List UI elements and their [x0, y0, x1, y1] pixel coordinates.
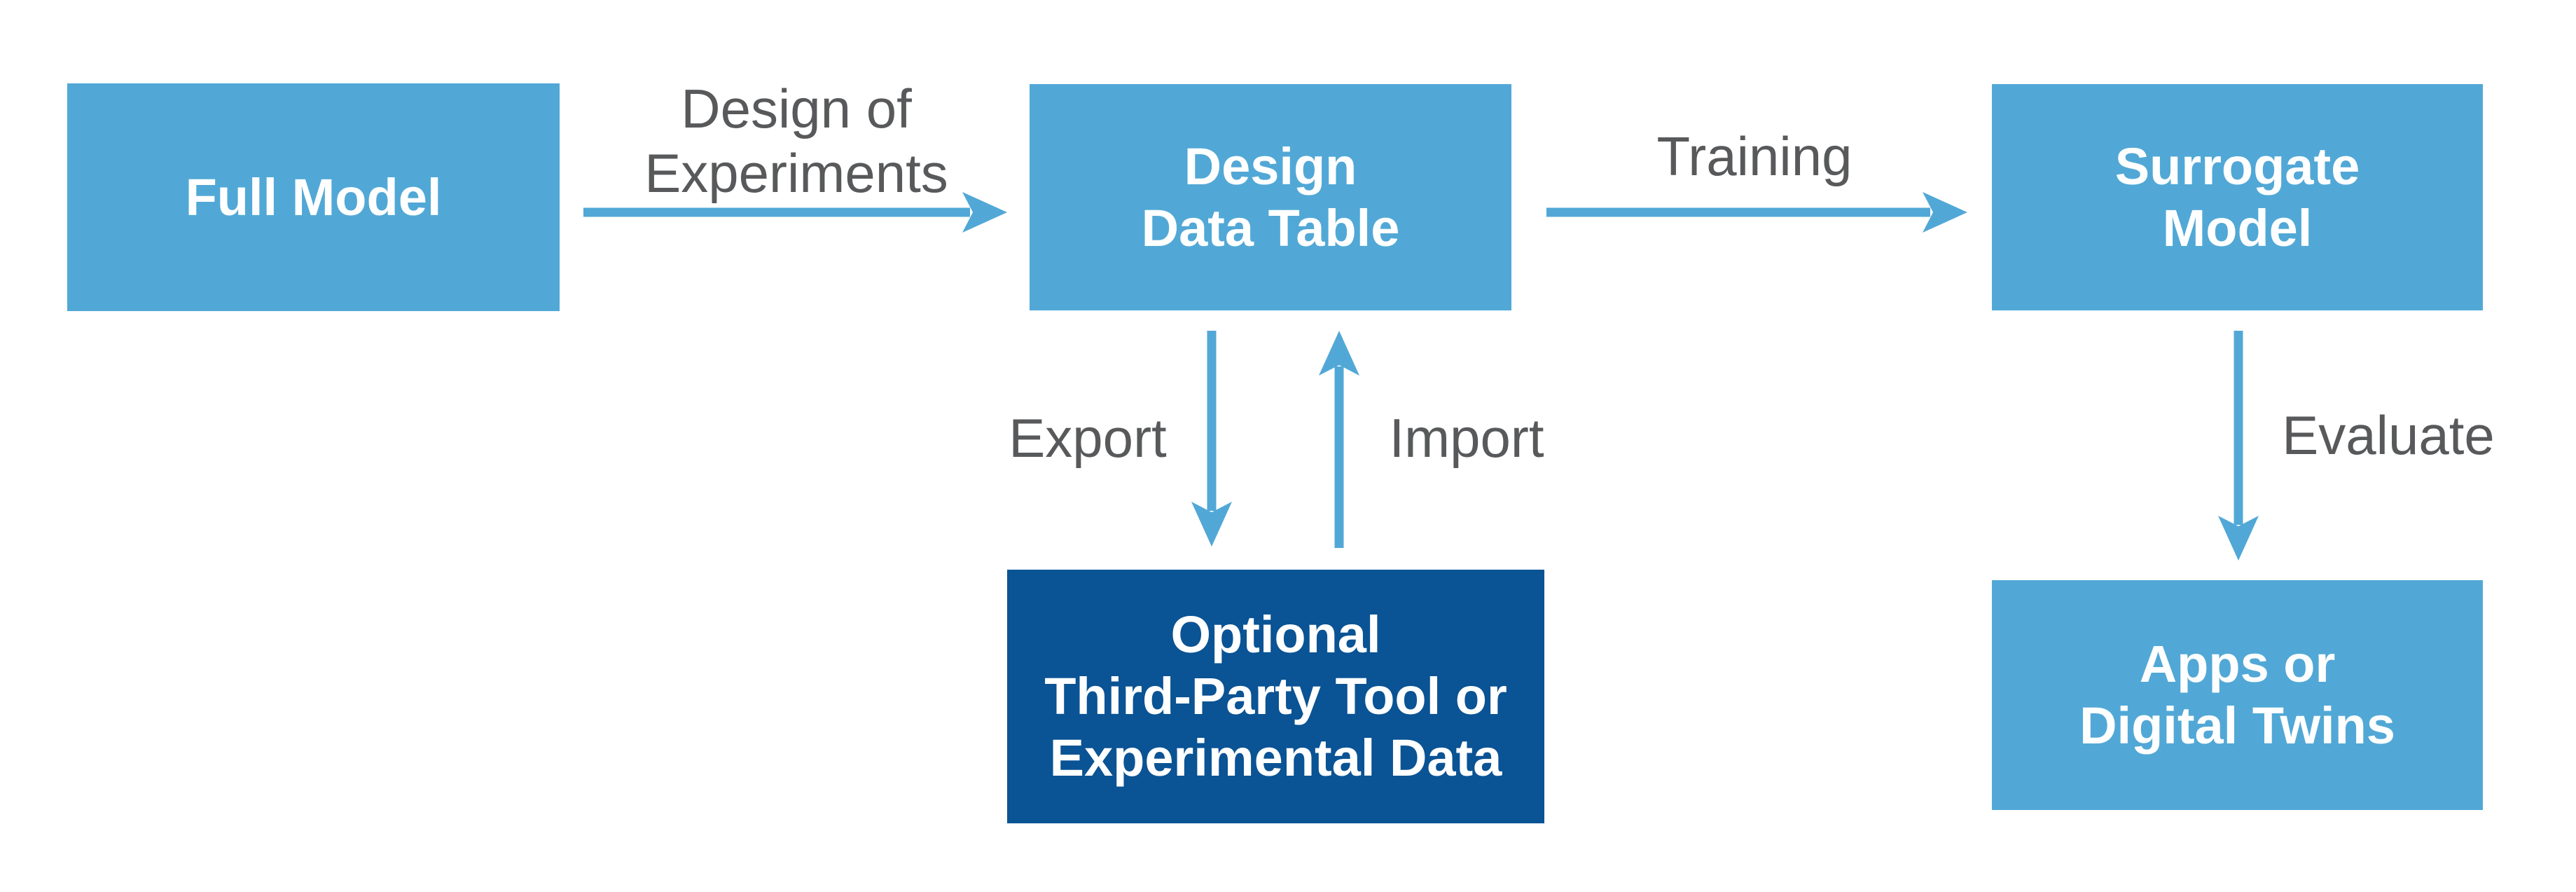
arrow-right-head-icon	[1923, 192, 1967, 233]
edge-label-training: Training	[1656, 125, 1853, 187]
node-optional-third-party-tool: Optional Third-Party Tool or Experimenta…	[1007, 570, 1544, 823]
arrow-evaluate	[2218, 331, 2259, 561]
arrow-export	[1191, 331, 1232, 547]
edge-label-export: Export	[1009, 407, 1167, 469]
arrow-import	[1319, 331, 1359, 548]
arrow-design-of-experiments	[583, 192, 1007, 233]
node-design-data-table: Design Data Table	[1030, 84, 1511, 310]
node-full-model: Full Model	[67, 83, 560, 311]
edge-label-import: Import	[1389, 407, 1544, 469]
node-surrogate-model: Surrogate Model	[1992, 84, 2483, 310]
edge-label-evaluate: Evaluate	[2282, 404, 2495, 466]
arrow-down-head-icon	[2218, 516, 2259, 561]
edge-label-design-of-experiments: Design of Experiments	[644, 78, 948, 204]
node-apps-or-digital-twins: Apps or Digital Twins	[1992, 580, 2483, 810]
arrow-right-head-icon	[962, 192, 1007, 233]
arrow-up-head-icon	[1319, 331, 1359, 376]
arrow-down-head-icon	[1191, 502, 1232, 547]
arrow-training	[1546, 192, 1967, 233]
